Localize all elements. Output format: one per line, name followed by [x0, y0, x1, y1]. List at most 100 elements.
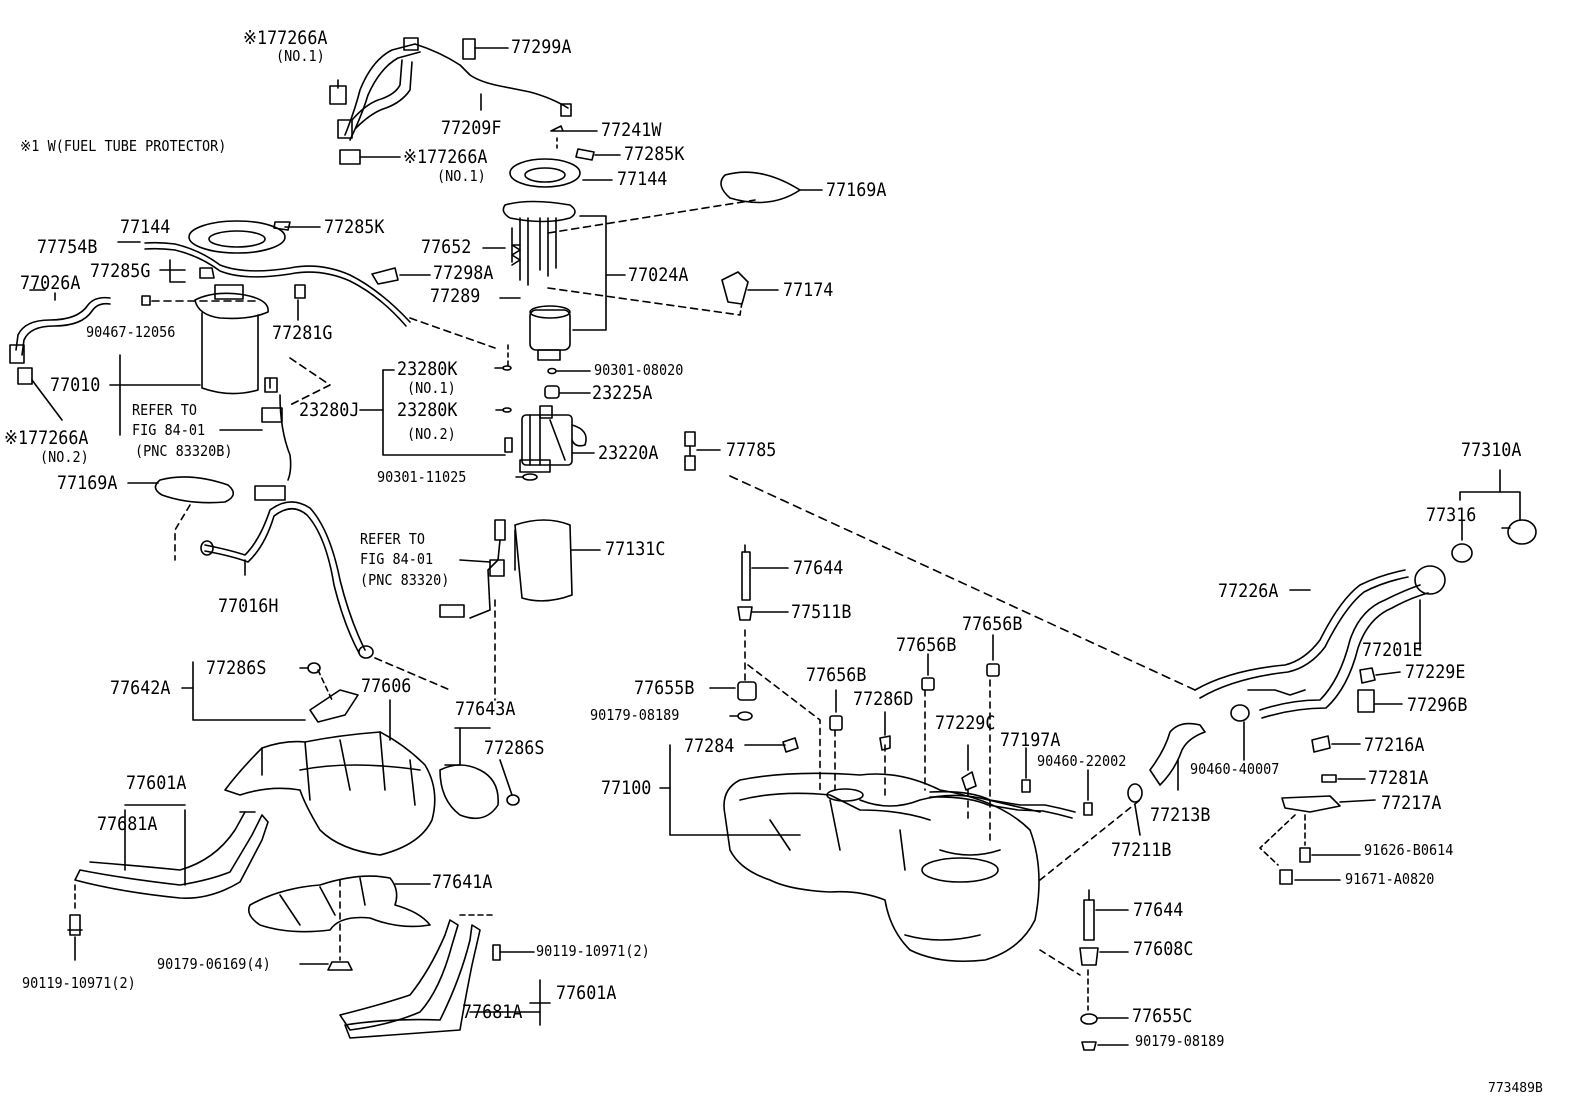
part-label-77285K-left: 77285K — [324, 216, 385, 238]
part-label-77229E: 77229E — [1405, 661, 1466, 683]
part-label-77656B-c: 77656B — [806, 664, 867, 686]
clip-icon — [462, 38, 476, 60]
part-label-90301-08020: 90301-08020 — [594, 361, 684, 379]
part-label-77211B: 77211B — [1111, 839, 1172, 861]
fuel-sender-gauge — [439, 519, 573, 619]
part-label-77606: 77606 — [361, 675, 412, 697]
part-label-77266A-low: ※177266A — [4, 427, 89, 449]
part-label-77289: 77289 — [430, 285, 481, 307]
part-label-77144-right: 77144 — [617, 168, 668, 190]
part-label-77285K-top: 77285K — [624, 143, 685, 165]
part-label-23280K-1: 23280K — [397, 358, 458, 380]
part-label-77010: 77010 — [50, 374, 101, 396]
fuel-pump-assembly — [502, 200, 576, 361]
fuel-tube-harness — [329, 37, 572, 165]
fuel-pump-icon — [519, 405, 587, 473]
part-label-77642A: 77642A — [110, 677, 171, 699]
part-label-77209F: 77209F — [441, 117, 502, 139]
part-label-77216A: 77216A — [1364, 734, 1425, 756]
part-label-77169A-low: 77169A — [57, 472, 118, 494]
part-label-77281A: 77281A — [1368, 767, 1429, 789]
fuel-filter-icon — [194, 284, 269, 395]
part-label-77144-left: 77144 — [120, 216, 171, 238]
tank-strap-upper — [74, 804, 269, 899]
part-label-77310A: 77310A — [1461, 439, 1522, 461]
fuel-tank-protector-77606 — [224, 731, 436, 856]
part-label-77100: 77100 — [601, 777, 652, 799]
part-label-77213B: 77213B — [1150, 804, 1211, 826]
part-label-90460-22002: 90460-22002 — [1037, 752, 1127, 770]
part-label-77298A: 77298A — [433, 262, 494, 284]
part-label-23280K-2: 23280K — [397, 399, 458, 421]
part-label-77016H: 77016H — [218, 595, 279, 617]
ref-b-line3: (PNC 83320) — [360, 571, 450, 589]
part-label-77217A: 77217A — [1381, 792, 1442, 814]
part-label-77197A: 77197A — [1000, 729, 1061, 751]
part-label-no1-mid: (NO.1) — [437, 167, 486, 185]
part-label-77226A: 77226A — [1218, 580, 1279, 602]
part-label-77785: 77785 — [726, 439, 777, 461]
gasket-icon — [1451, 543, 1473, 563]
part-label-91671-A0820: 91671-A0820 — [1345, 870, 1435, 888]
part-label-77284: 77284 — [684, 735, 735, 757]
part-label-91626-B0614: 91626-B0614 — [1364, 841, 1454, 859]
filler-pipe — [1194, 565, 1446, 719]
fuel-cap-icon — [1507, 519, 1537, 545]
tank-strap-lower — [339, 914, 493, 1039]
part-label-77024A: 77024A — [628, 264, 689, 286]
tank-protector-77641A — [247, 875, 431, 933]
part-label-77643A: 77643A — [455, 698, 516, 720]
part-label-77316: 77316 — [1426, 504, 1477, 526]
part-label-23225A: 23225A — [592, 382, 653, 404]
part-label-77656B-b: 77656B — [896, 634, 957, 656]
part-label-90467-12056: 90467-12056 — [86, 323, 176, 341]
bracket-77642A — [309, 689, 359, 723]
part-label-77641A: 77641A — [432, 871, 493, 893]
part-label-77655B: 77655B — [634, 677, 695, 699]
part-label-77601A-top: 77601A — [126, 772, 187, 794]
part-label-90179-08189-b: 90179-08189 — [1135, 1032, 1225, 1050]
part-label-77286D: 77286D — [853, 688, 914, 710]
ref-a-line1: REFER TO — [132, 401, 198, 419]
part-label-77644-top: 77644 — [793, 557, 844, 579]
ref-a-line2: FIG 84-01 — [132, 421, 206, 439]
part-label-no1-b: (NO.1) — [407, 379, 456, 397]
ref-a-line3: (PNC 83320B) — [135, 442, 233, 460]
part-label-90460-40007: 90460-40007 — [1190, 760, 1280, 778]
ref-b-line1: REFER TO — [360, 530, 426, 548]
fuel-tank-77100 — [723, 772, 1041, 963]
part-label-77296B: 77296B — [1407, 694, 1468, 716]
part-label-23220A: 23220A — [598, 442, 659, 464]
part-label-77266A-mid: ※177266A — [403, 146, 488, 168]
part-label-77681A-low: 77681A — [462, 1001, 523, 1023]
part-label-23280J: 23280J — [299, 399, 360, 421]
part-label-90301-11025: 90301-11025 — [377, 468, 467, 486]
part-label-77656B-a: 77656B — [962, 613, 1023, 635]
part-label-77644-low: 77644 — [1133, 899, 1184, 921]
part-label-77652: 77652 — [421, 236, 472, 258]
part-label-90179-06169: 90179-06169(4) — [157, 955, 271, 973]
part-label-90119-10971-a: 90119-10971(2) — [536, 942, 650, 960]
part-label-77681A-top: 77681A — [97, 813, 158, 835]
fuel-line-77016H — [200, 501, 374, 659]
part-label-77286S-top: 77286S — [206, 657, 267, 679]
part-label-77266A-top: ※177266A — [243, 27, 328, 49]
part-label-77229C: 77229C — [935, 712, 996, 734]
part-label-77026A: 77026A — [20, 272, 81, 294]
part-label-77201E: 77201E — [1362, 639, 1423, 661]
part-label-77174: 77174 — [783, 279, 834, 301]
part-label-77601A-low: 77601A — [556, 982, 617, 1004]
part-label-77241W: 77241W — [601, 119, 662, 141]
part-label-77285G: 77285G — [90, 260, 151, 282]
part-label-no1-top: (NO.1) — [276, 47, 325, 65]
part-label-77286S-low: 77286S — [484, 737, 545, 759]
part-label-77754B: 77754B — [37, 236, 98, 258]
figure-id: 773489B — [1488, 1081, 1543, 1096]
ref-b-line2: FIG 84-01 — [360, 550, 434, 568]
part-label-no2-low: (NO.2) — [40, 448, 89, 466]
part-label-77511B: 77511B — [791, 601, 852, 623]
part-label-77131C: 77131C — [605, 538, 666, 560]
part-label-no2-b: (NO.2) — [407, 425, 456, 443]
